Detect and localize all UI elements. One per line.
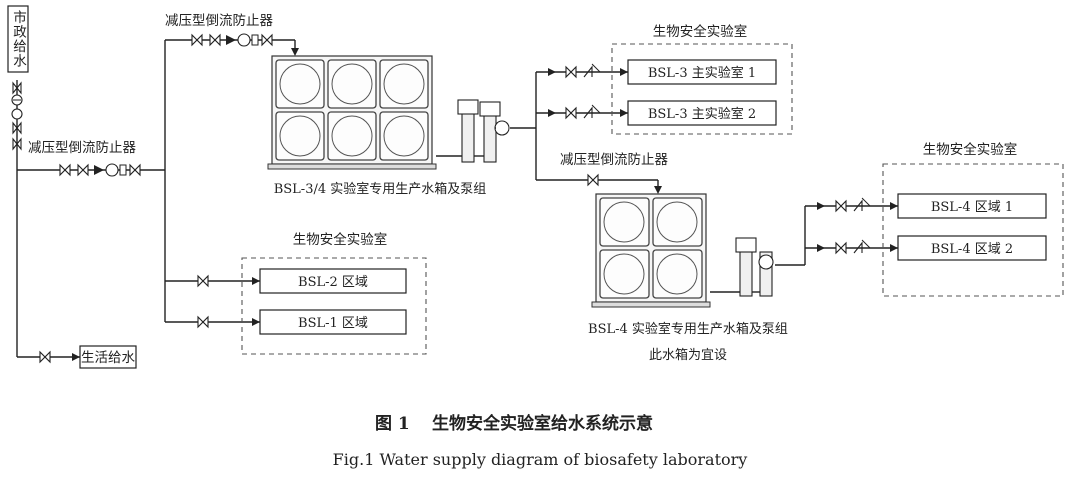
backflow-label-bsl4: 减压型倒流防止器: [560, 152, 668, 168]
valves: [11, 33, 871, 364]
bsl4-branch-valves: [835, 197, 871, 255]
domestic-supply-label: 生活给水: [81, 350, 135, 366]
valve-bsl2: [197, 274, 209, 288]
backflow-preventer-lower: [59, 163, 141, 177]
lab-group-title-bsl4: 生物安全实验室: [923, 141, 1018, 158]
caption-cn-label: 图 1: [375, 414, 410, 434]
figure-caption: 图 1 生物安全实验室给水系统示意 Fig.1 Water supply dia…: [333, 413, 748, 469]
valve-bsl4-inlet: [587, 173, 599, 187]
bsl2-area: BSL-2 区域: [298, 275, 368, 290]
tank-bsl4: [591, 193, 711, 308]
bsl3-main-lab-1: BSL-3 主实验室 1: [648, 65, 756, 81]
bsl3-main-lab-2: BSL-3 主实验室 2: [648, 106, 756, 122]
caption-en: Fig.1 Water supply diagram of biosafety …: [333, 450, 748, 469]
pump-bsl34: [436, 99, 510, 163]
tank-label-bsl4: BSL-4 实验室专用生产水箱及泵组: [588, 321, 788, 337]
bsl4-area-2: BSL-4 区域 2: [931, 242, 1013, 257]
tank-bsl34: [267, 55, 437, 170]
valve-bsl1: [197, 315, 209, 329]
pipe-network: [16, 39, 898, 361]
tank-label-bsl34: BSL-3/4 实验室专用生产水箱及泵组: [274, 181, 487, 197]
city-supply-label: 市政给水: [10, 9, 27, 68]
lab-group-title-bsl3: 生物安全实验室: [653, 23, 748, 40]
lab-group-bsl4: 生物安全实验室 BSL-4 区域 1 BSL-4 区域 2: [882, 141, 1064, 297]
bsl4-area-1: BSL-4 区域 1: [931, 200, 1013, 215]
bsl3-branch-valves: [565, 63, 601, 120]
city-supply-box: 市政给水: [7, 5, 29, 73]
valve-domestic: [39, 350, 51, 364]
lab-group-bsl3: 生物安全实验室 BSL-3 主实验室 1 BSL-3 主实验室 2: [611, 23, 793, 135]
lab-group-bsl2: 生物安全实验室 BSL-2 区域 BSL-1 区域: [241, 231, 427, 355]
pump-bsl4: [710, 237, 774, 297]
backflow-label-upper: 减压型倒流防止器: [165, 13, 273, 29]
domestic-supply-box: 生活给水: [79, 345, 137, 369]
backflow-preventer-upper: [191, 33, 273, 47]
caption-cn-title: 生物安全实验室给水系统示意: [432, 413, 653, 434]
riser-valve-group: [11, 81, 23, 151]
lab-group-title-bsl2: 生物安全实验室: [293, 231, 388, 248]
tank-note: 此水箱为宜设: [649, 347, 727, 363]
backflow-label-lower: 减压型倒流防止器: [28, 140, 136, 156]
bsl1-area: BSL-1 区域: [298, 316, 368, 331]
